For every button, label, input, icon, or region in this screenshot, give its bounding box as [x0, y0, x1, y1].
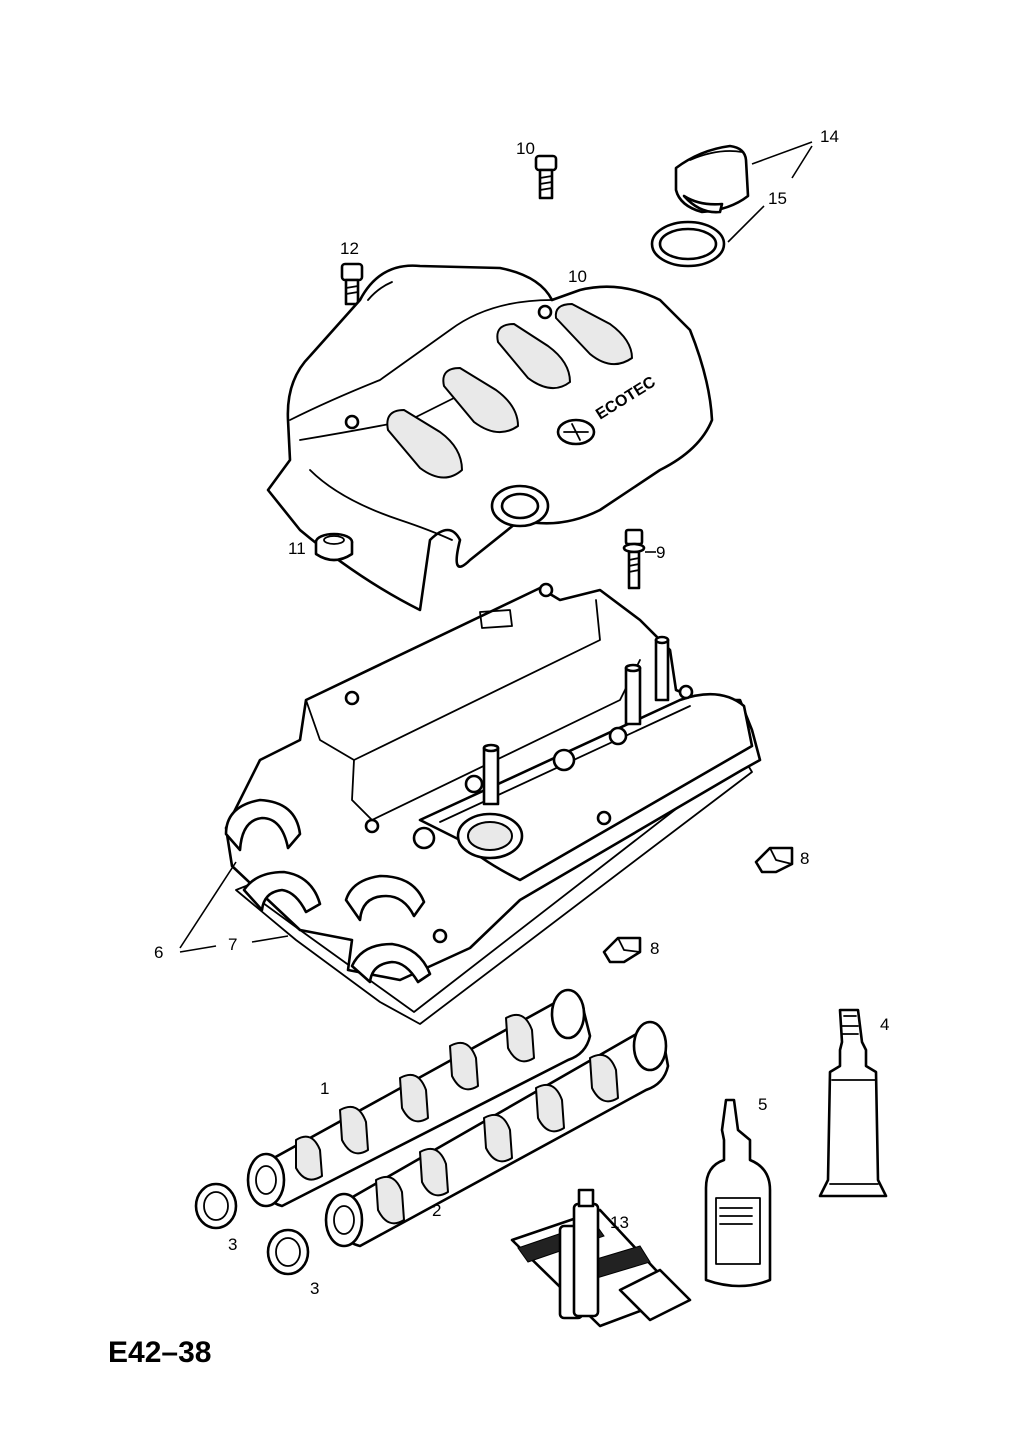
bolt-9	[622, 528, 646, 590]
label-part-15: 15	[768, 189, 787, 208]
grommet-11	[314, 532, 354, 562]
sealant-bottle-5	[704, 1098, 772, 1288]
label-part-1: 1	[320, 1079, 329, 1098]
label-part-8-upper: 8	[800, 849, 809, 868]
label-part-4: 4	[880, 1015, 889, 1034]
camshaft-1	[246, 988, 592, 1208]
cylinder-head-cover	[224, 582, 762, 1025]
bolt-12	[340, 262, 364, 306]
bolt-10-top	[534, 154, 558, 200]
oil-seal-3-lower	[266, 1228, 310, 1276]
clip-8-upper	[754, 846, 794, 874]
sealant-tube-4	[818, 1008, 888, 1198]
label-part-12: 12	[340, 239, 359, 258]
clip-8-lower	[602, 936, 642, 964]
label-part-11: 11	[288, 539, 306, 558]
label-part-7: 7	[228, 935, 237, 954]
label-part-6: 6	[154, 943, 163, 962]
diagram-reference-code: E42–38	[108, 1336, 211, 1369]
oil-filler-cap-14	[674, 144, 750, 214]
label-part-13: 13	[610, 1213, 629, 1232]
camshaft-2	[324, 1020, 670, 1248]
label-part-3-upper: 3	[228, 1235, 237, 1254]
sealant-cartridge-13	[510, 1188, 692, 1328]
label-part-3-lower: 3	[310, 1279, 319, 1298]
label-part-10-top: 10	[516, 139, 535, 158]
label-part-5: 5	[758, 1095, 767, 1114]
seal-ring-15	[650, 220, 726, 268]
oil-seal-3-upper	[194, 1182, 238, 1230]
engine-cover: ECOTEC	[266, 264, 714, 612]
label-part-8-lower: 8	[650, 939, 659, 958]
label-part-9: 9	[656, 543, 665, 562]
label-part-10-cover: 10	[568, 267, 587, 286]
label-part-14: 14	[820, 127, 839, 146]
label-part-2: 2	[432, 1201, 441, 1220]
